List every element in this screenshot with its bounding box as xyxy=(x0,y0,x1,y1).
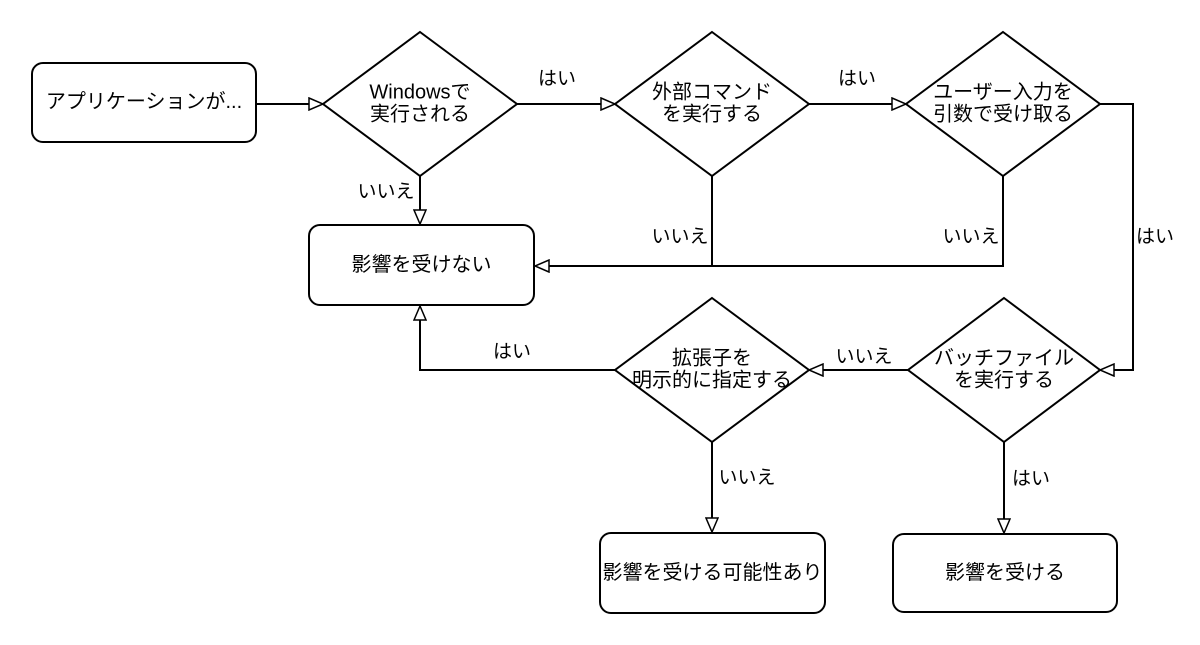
edge-label-yes: はい xyxy=(492,341,532,363)
decision-diamond-receives-user-input xyxy=(904,30,1102,178)
edge-receives-user-input-yes xyxy=(1100,103,1134,370)
edge-label-no: いいえ xyxy=(357,181,415,203)
decision-label-executes-external-command: 外部コマンド を実行する xyxy=(652,81,772,126)
edge-label-yes: はい xyxy=(537,68,577,90)
decision-diamond-executes-batch-file xyxy=(906,296,1102,444)
decision-diamond-specifies-extension xyxy=(613,296,811,444)
node-possibly-affected: 影響を受ける可能性あり xyxy=(599,532,826,614)
edge-label-no: いいえ xyxy=(718,467,776,489)
decision-label-runs-on-windows: Windowsで 実行される xyxy=(369,81,471,126)
edge-label-yes: はい xyxy=(1011,468,1051,490)
edge-receives-user-input-no xyxy=(549,176,1004,266)
edge-label-yes: はい xyxy=(837,68,877,90)
node-not-affected: 影響を受けない xyxy=(308,224,535,306)
decision-diamond-runs-on-windows xyxy=(321,30,519,178)
decision-label-receives-user-input: ユーザー入力を 引数で受け取る xyxy=(933,81,1073,126)
edge-label-no: いいえ xyxy=(651,226,709,248)
edge-label-no: いいえ xyxy=(942,226,1000,248)
edge-label-yes: はい xyxy=(1135,226,1175,248)
edge-specifies-extension-yes xyxy=(420,320,615,371)
edge-label-no: いいえ xyxy=(835,346,893,368)
node-start: アプリケーションが... xyxy=(31,62,257,143)
decision-label-specifies-extension: 拡張子を 明示的に指定する xyxy=(632,347,792,392)
decision-label-executes-batch-file: バッチファイル を実行する xyxy=(934,347,1074,392)
node-affected: 影響を受ける xyxy=(892,533,1118,613)
decision-diamond-executes-external-command xyxy=(613,30,811,178)
